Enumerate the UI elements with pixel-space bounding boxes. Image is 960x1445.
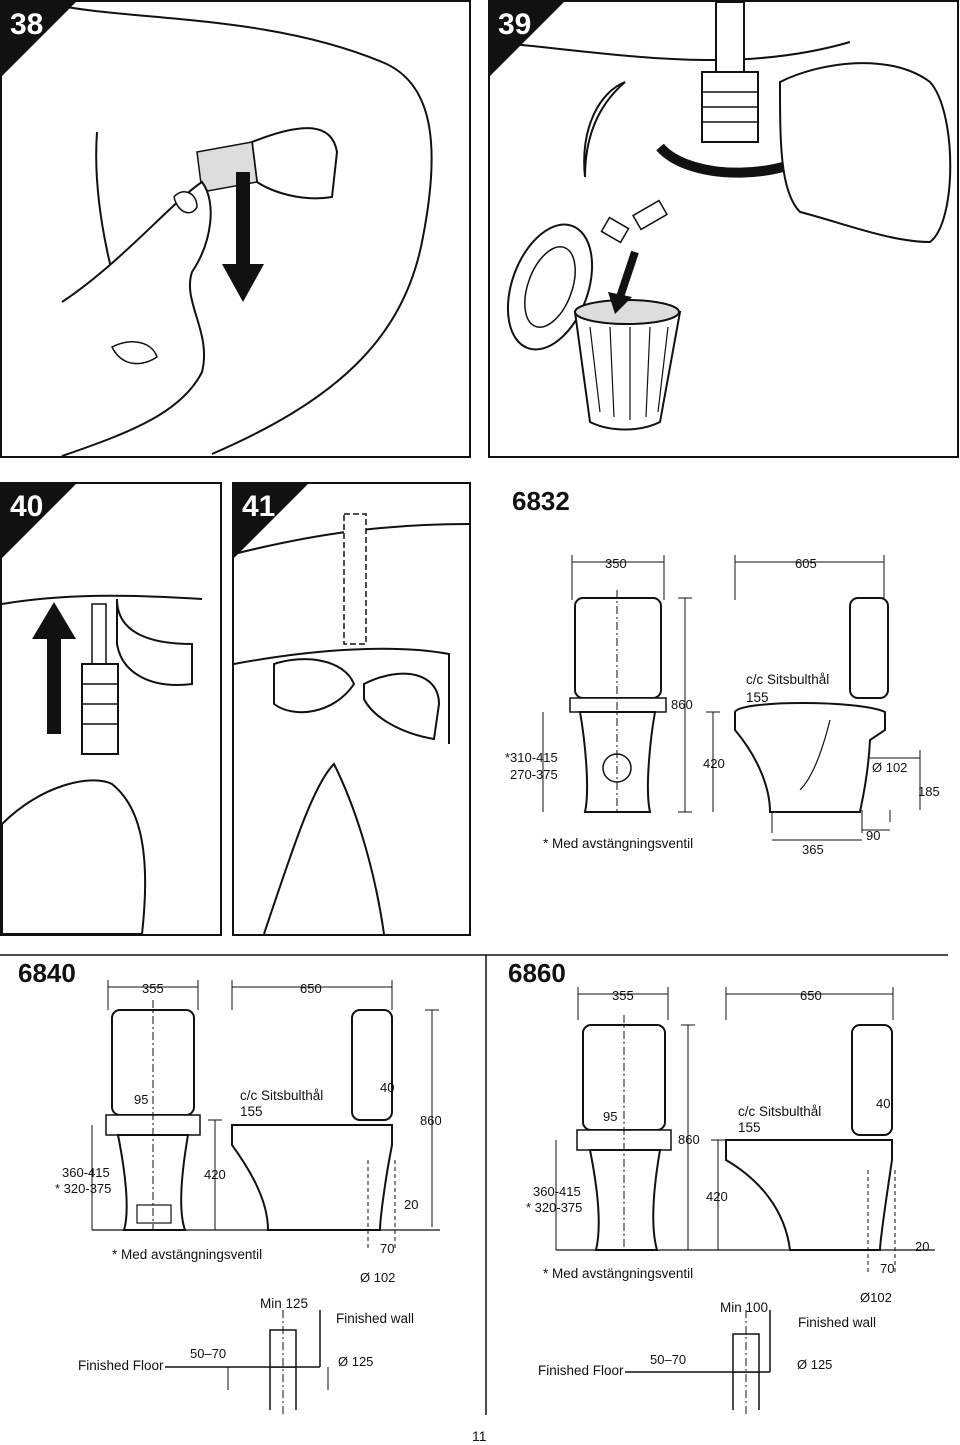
step-39-tag <box>490 2 564 76</box>
dim-6840-inlet-valve: * 320-375 <box>55 1181 112 1196</box>
dim-6840-height: 860 <box>420 1113 442 1128</box>
dim-6860-tank-offset: 40 <box>876 1096 891 1111</box>
dim-6860-height: 860 <box>678 1132 700 1147</box>
dim-6860-seat-height: 420 <box>706 1189 728 1204</box>
step-39-panel: 39 <box>488 0 959 458</box>
step-38-number: 38 <box>10 8 44 41</box>
label-6860-finished-wall: Finished wall <box>798 1315 877 1330</box>
step-40-tag <box>2 484 76 558</box>
model-6840-title: 6840 <box>18 958 76 988</box>
dim-6860-width: 355 <box>612 988 634 1003</box>
label-6840-min: Min 125 <box>260 1296 309 1311</box>
value-6840-seat-hole: 155 <box>240 1104 263 1119</box>
step-40-number: 40 <box>10 490 44 523</box>
label-6860-finished-floor: Finished Floor <box>538 1363 624 1378</box>
dim-6840-seat-hole-spacing: 95 <box>134 1092 149 1107</box>
model-6860-title: 6860 <box>508 958 566 988</box>
dim-6840-pipe-diameter: Ø 125 <box>338 1354 374 1369</box>
label-6860-min: Min 100 <box>720 1300 769 1315</box>
label-6860-seat-hole: c/c Sitsbulthål <box>738 1104 822 1119</box>
dim-6840-inlet: 360-415 <box>62 1165 110 1180</box>
dim-6860-inlet-valve: * 320-375 <box>526 1200 583 1215</box>
dim-6840-outlet-offset: 70 <box>380 1241 395 1256</box>
dim-6860-pipe-range: 50–70 <box>650 1352 687 1367</box>
note-6840-valve: * Med avstängningsventil <box>112 1247 263 1262</box>
dim-6860-outlet-diameter: Ø102 <box>860 1290 892 1305</box>
dim-6840-tank-offset: 40 <box>380 1080 395 1095</box>
dim-6832-outlet-distance: 365 <box>802 842 824 857</box>
label-6832-seat-hole: c/c Sitsbulthål <box>746 672 830 687</box>
model-6832-title: 6832 <box>512 486 570 516</box>
dim-6832-inlet-valve: *310-415 <box>505 750 558 765</box>
dim-6840-width: 355 <box>142 981 164 996</box>
step-41-illustration <box>234 513 469 934</box>
step-38-panel: 38 <box>0 0 471 458</box>
step-41-number: 41 <box>242 490 276 523</box>
page-number: 11 <box>472 1428 487 1444</box>
step-39-illustration <box>490 2 952 431</box>
step-41-panel: 41 <box>232 482 471 936</box>
label-6840-finished-wall: Finished wall <box>336 1311 415 1326</box>
value-6832-seat-hole: 155 <box>746 690 769 705</box>
dim-6840-pipe-range: 50–70 <box>190 1346 227 1361</box>
label-6840-seat-hole: c/c Sitsbulthål <box>240 1088 324 1103</box>
dim-6832-height: 860 <box>671 697 693 712</box>
dim-6832-inlet: 270-375 <box>510 767 558 782</box>
step-40-panel: 40 <box>0 482 222 936</box>
step-38-illustration <box>41 2 433 456</box>
label-6840-finished-floor: Finished Floor <box>78 1358 164 1373</box>
value-6860-seat-hole: 155 <box>738 1120 761 1135</box>
note-6860-valve: * Med avstängningsventil <box>543 1266 694 1281</box>
dim-6840-floor-gap: 20 <box>404 1197 419 1212</box>
step-39-number: 39 <box>498 8 532 41</box>
dim-6860-depth: 650 <box>800 988 822 1003</box>
dim-6832-outlet-height: 185 <box>918 784 940 799</box>
dim-6832-depth: 605 <box>795 556 817 571</box>
dim-6840-depth: 650 <box>300 981 322 996</box>
dim-6832-width: 350 <box>605 556 627 571</box>
dim-6860-inlet: 360-415 <box>533 1184 581 1199</box>
dim-6840-outlet-diameter: Ø 102 <box>360 1270 396 1285</box>
step-41-tag <box>234 484 308 558</box>
dim-6832-back-offset: 90 <box>866 828 881 843</box>
step-38-tag <box>2 2 76 76</box>
dim-6860-floor-gap: 20 <box>915 1239 930 1254</box>
note-6832-valve: * Med avstängningsventil <box>543 836 694 851</box>
dim-6840-seat-height: 420 <box>204 1167 226 1182</box>
dim-6860-seat-hole-spacing: 95 <box>603 1109 618 1124</box>
dim-6860-outlet-offset: 70 <box>880 1261 895 1276</box>
dim-6832-seat-height: 420 <box>703 756 725 771</box>
step-40-illustration <box>2 594 203 934</box>
dim-6832-outlet-diameter: Ø 102 <box>872 760 908 775</box>
dim-6860-pipe-diameter: Ø 125 <box>797 1357 833 1372</box>
